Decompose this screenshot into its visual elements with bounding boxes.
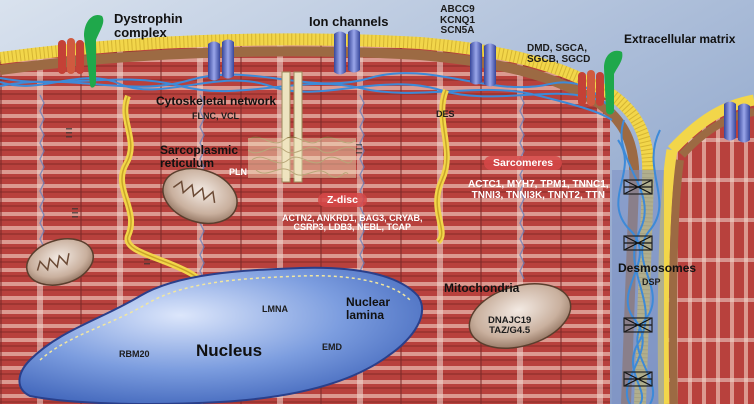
emd-gene: EMD: [322, 343, 342, 352]
cytoskeletal-genes: FLNC, VCL: [192, 112, 239, 121]
des-gene: DES: [436, 110, 455, 119]
mitochondria-genes: DNAJC19 TAZ/G4.5: [488, 316, 531, 336]
sarcoplasmic-reticulum-label: Sarcoplasmic reticulum: [160, 144, 238, 169]
z-disc-label: Z-disc: [318, 193, 367, 207]
nuclear-lamina-label: Nuclear lamina: [346, 296, 390, 321]
nucleus-label: Nucleus: [196, 342, 262, 360]
sarcomeres-label: Sarcomeres: [484, 156, 562, 170]
ion-channels-label: Ion channels: [309, 15, 388, 29]
dystrophin-label: Dystrophin complex: [114, 12, 183, 39]
ion-channel-genes: ABCC9 KCNQ1 SCN5A: [440, 5, 475, 37]
z-disc-genes: ACTN2, ANKRD1, BAG3, CRYAB, CSRP3, LDB3,…: [282, 214, 423, 233]
lmna-gene: LMNA: [262, 305, 288, 314]
mitochondria-label: Mitochondria: [444, 282, 519, 295]
rbm20-gene: RBM20: [119, 350, 150, 359]
pln-gene: PLN: [229, 168, 247, 177]
extracellular-matrix-label: Extracellular matrix: [624, 33, 735, 46]
sarcomere-genes: ACTC1, MYH7, TPM1, TNNC1, TNNI3, TNNI3K,…: [468, 180, 609, 201]
desmosomes-label: Desmosomes: [618, 262, 696, 275]
neighbour-cell: [662, 100, 754, 404]
dystroglycan-genes: DMD, SGCA, SGCB, SGCD: [527, 44, 590, 65]
cytoskeletal-network-label: Cytoskeletal network: [156, 95, 276, 108]
dsp-gene: DSP: [642, 278, 661, 287]
